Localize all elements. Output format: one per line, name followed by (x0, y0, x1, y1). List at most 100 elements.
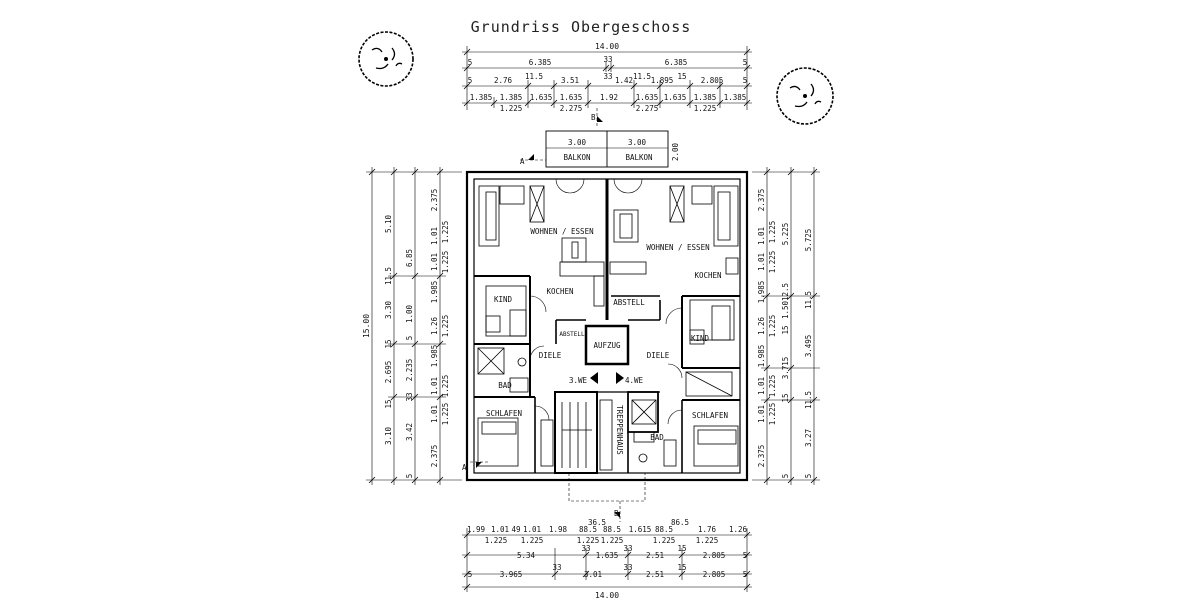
dim-top-r3sub-0: 1.225 (500, 104, 523, 113)
section-mark-a-left: A (520, 154, 546, 166)
tree-icon-right (776, 67, 834, 125)
dim-top-r3-1: 1.385 (500, 93, 523, 102)
label-3-we: 3.WE (569, 376, 588, 385)
dim-left-i-6: 1.985 (430, 345, 439, 368)
dim-top-r3-2: 1.635 (530, 93, 553, 102)
dim-right-i-8: 2.375 (757, 445, 766, 468)
dim-right-isub-2: 1.225 (768, 315, 777, 338)
dim-top-overall: 14.00 (595, 42, 619, 51)
dim-top-r1-3: 6.385 (665, 58, 688, 67)
dim-bot-r1sub-1: 1.225 (521, 536, 544, 545)
room-abstell-right: ABSTELL (613, 298, 645, 307)
dim-bot-r2-6: 2.805 (703, 551, 726, 560)
balcony (545, 130, 669, 168)
dim-bottom-overall: 14.00 (595, 591, 619, 600)
dim-bot-r3-8: 5 (743, 570, 748, 579)
dim-top-r2-8: 15 (677, 72, 686, 81)
dim-top-r2-0: 5 (468, 76, 473, 85)
dim-bot-r1-6: 88.5 (579, 525, 597, 534)
dim-bot-r1-5: 36.5 (588, 518, 606, 527)
dim-right-m-0: 5.225 (781, 223, 790, 246)
building-walls (465, 170, 749, 482)
dim-top-r3sub-3: 1.225 (694, 104, 717, 113)
dim-left-isub-2: 1.225 (441, 315, 450, 338)
dim-balcony-depth: 2.00 (671, 142, 680, 161)
section-b-top-label: B (591, 113, 596, 122)
dim-right-i-5: 1.985 (757, 345, 766, 368)
dim-left-m-5: 5 (405, 474, 414, 479)
dim-left-o-0: 5.10 (384, 214, 393, 233)
room-kochen-right: KOCHEN (694, 271, 721, 280)
dimension-lines-left (366, 167, 462, 485)
room-balkon-right: BALKON (625, 153, 652, 162)
dim-right-m-2: 1.50 (781, 300, 790, 319)
dim-top-r2-1: 2.76 (494, 76, 513, 85)
room-balkon-left: BALKON (563, 153, 590, 162)
room-bad-left: BAD (498, 381, 512, 390)
dim-right-isub-1: 1.225 (768, 251, 777, 274)
dim-balcony-left: 3.00 (568, 138, 587, 147)
dim-bot-r3-4: 33 (623, 563, 632, 572)
dim-left-i-5: 1.00 (405, 304, 414, 323)
dim-bot-r1-3: 1.01 (523, 525, 541, 534)
dim-left-o-4: 2.695 (384, 361, 393, 384)
dim-balcony-right: 3.00 (628, 138, 647, 147)
dim-left-i-0: 2.375 (430, 189, 439, 212)
dim-right-o-2: 3.495 (804, 335, 813, 358)
dim-left-i-4: 1.26 (430, 316, 439, 335)
dim-right-i-4: 1.26 (757, 316, 766, 335)
section-a-left-label: A (520, 157, 525, 166)
room-diele-left: DIELE (539, 351, 562, 360)
dim-top-r2-3: 3.51 (561, 76, 579, 85)
dim-right-i-7: 1.01 (757, 405, 766, 423)
section-mark-b-bottom: B (614, 501, 621, 522)
dim-bot-r1-12: 1.26 (729, 525, 748, 534)
section-mark-b-top: B (591, 108, 603, 128)
section-b-bottom-label: B (614, 509, 619, 518)
dim-right-m-4: 3.715 (781, 357, 790, 380)
dim-right-m-6: 5 (781, 474, 790, 479)
dim-right-i-3: 1.985 (757, 281, 766, 304)
dim-top-r2-10: 5 (743, 76, 748, 85)
dimension-labels-top: 14.00 5 6.385 33 6.385 5 5 2.76 11.5 3.5… (468, 42, 748, 113)
dim-bot-r2-4: 2.51 (646, 551, 664, 560)
dim-bot-r1sub-5: 1.225 (696, 536, 719, 545)
dim-top-r2-6: 11.5 (633, 72, 651, 81)
dim-bot-r2-3: 33 (623, 544, 632, 553)
page-title: Grundriss Obergeschoss (470, 18, 692, 36)
dim-top-r3-8: 1.385 (724, 93, 747, 102)
room-kind-left: KIND (494, 295, 513, 304)
dim-bot-r2-5: 15 (677, 544, 686, 553)
dim-left-i-9: 2.375 (430, 445, 439, 468)
dim-left-overall: 15.00 (362, 314, 371, 338)
entrance-arrows (590, 372, 624, 384)
dim-right-o-1: 11.5 (804, 291, 813, 309)
dim-top-r2-2: 11.5 (525, 72, 543, 81)
dimension-labels-right: 5.725 11.5 3.495 11.5 3.27 5 5.225 12.5 … (757, 189, 813, 479)
dim-top-r2-9: 2.805 (701, 76, 724, 85)
dim-bot-r1-4: 1.98 (549, 525, 568, 534)
door-swings (529, 178, 683, 425)
room-schlafen-left: SCHLAFEN (486, 409, 522, 418)
dim-bot-r1-8: 1.615 (629, 525, 652, 534)
dimension-labels-left: 15.00 5.10 11.5 3.30 15 2.695 15 3.10 6.… (362, 189, 450, 479)
label-4-we: 4.WE (625, 376, 644, 385)
dim-right-o-4: 3.27 (804, 429, 813, 447)
dim-top-r1-4: 5 (743, 58, 748, 67)
dim-bot-r3-7: 2.805 (703, 570, 726, 579)
tree-icon-left (358, 31, 414, 87)
dim-right-isub-0: 1.225 (768, 221, 777, 244)
dim-right-o-3: 11.5 (804, 391, 813, 409)
dim-left-o-5: 15 (384, 399, 393, 408)
dim-bot-r3-1: 3.965 (500, 570, 523, 579)
dim-left-i-1: 1.01 (430, 227, 439, 245)
room-wohnen-right: WOHNEN / ESSEN (646, 243, 709, 252)
dim-top-r3sub-2: 2.275 (636, 104, 659, 113)
room-aufzug: AUFZUG (593, 341, 621, 350)
entrance-canopy (568, 472, 646, 502)
room-schlafen-right: SCHLAFEN (692, 411, 728, 420)
dim-top-r3-3: 1.635 (560, 93, 583, 102)
dim-left-i-8: 1.01 (430, 405, 439, 423)
dim-right-i-1: 1.01 (757, 227, 766, 245)
